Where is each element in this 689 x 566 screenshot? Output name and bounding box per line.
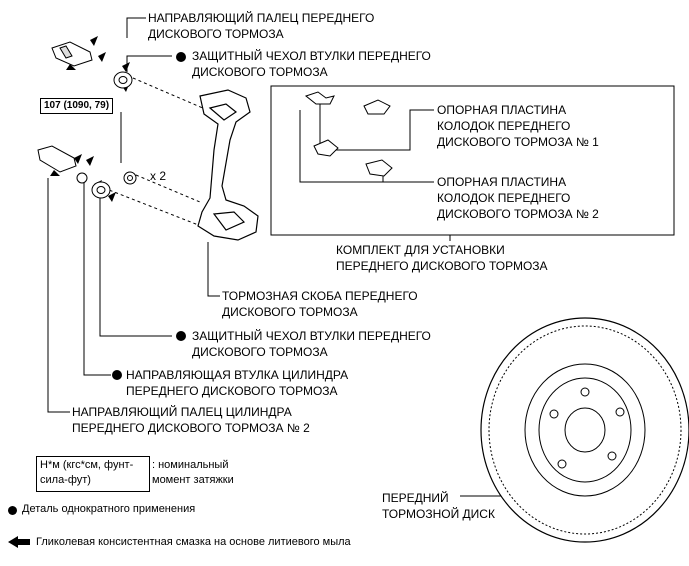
boot-lower-drawing bbox=[91, 181, 111, 199]
bolt-drawing bbox=[123, 171, 137, 185]
label-guide-pin-cyl: НАПРАВЛЯЮЩИЙ ПАЛЕЦ ЦИЛИНДРА ПЕРЕДНЕГО ДИ… bbox=[72, 405, 310, 435]
guide-pin-cyl-drawing bbox=[37, 145, 77, 173]
label-guide-pin-front: НАПРАВЛЯЮЩИЙ ПАЛЕЦ ПЕРЕДНЕГО ДИСКОВОГО Т… bbox=[148, 11, 375, 41]
label-pad-plate-2: ОПОРНАЯ ПЛАСТИНА КОЛОДОК ПЕРЕДНЕГО ДИСКО… bbox=[437, 175, 599, 221]
grease-legend-text: Гликолевая консистентная смазка на основ… bbox=[36, 536, 351, 548]
guide-pin-front-drawing bbox=[51, 41, 93, 67]
label-boot-lower: ЗАЩИТНЫЙ ЧЕХОЛ ВТУЛКИ ПЕРЕДНЕГО ДИСКОВОГ… bbox=[192, 329, 431, 359]
boot-upper-drawing bbox=[113, 71, 133, 89]
unit-legend-desc: : номинальный момент затяжки bbox=[152, 459, 234, 486]
leader-boot-upper bbox=[126, 55, 172, 72]
label-disc: ПЕРЕДНИЙ ТОРМОЗНОЙ ДИСК bbox=[382, 491, 495, 521]
brake-disc-drawing bbox=[480, 317, 689, 543]
non-reusable-dot bbox=[112, 370, 122, 380]
leader-guide-pin-front bbox=[126, 17, 146, 38]
torque-value-box: 107 (1090, 79) bbox=[40, 98, 114, 114]
non-reusable-dot bbox=[176, 52, 186, 62]
unit-legend-box: Н*м (кгс*см, фунт- сила-фут) bbox=[36, 456, 150, 492]
label-pad-plate-1: ОПОРНАЯ ПЛАСТИНА КОЛОДОК ПЕРЕДНЕГО ДИСКО… bbox=[437, 103, 599, 149]
leader-pad-plate-1 bbox=[319, 100, 434, 151]
label-caliper: ТОРМОЗНАЯ СКОБА ПЕРЕДНЕГО ДИСКОВОГО ТОРМ… bbox=[222, 289, 418, 319]
leader-bushing bbox=[83, 182, 111, 376]
label-bushing: НАПРАВЛЯЮЩАЯ ВТУЛКА ЦИЛИНДРА ПЕРЕДНЕГО Д… bbox=[126, 368, 349, 398]
caliper-drawing bbox=[197, 89, 259, 241]
grease-arrow bbox=[90, 36, 98, 46]
label-kit: КОМПЛЕКТ ДЛЯ УСТАНОВКИ ПЕРЕДНЕГО ДИСКОВО… bbox=[336, 243, 548, 273]
leader-boot-lower bbox=[99, 195, 172, 337]
pad-plate-drawing bbox=[304, 91, 393, 177]
kit-box bbox=[270, 85, 675, 236]
grease-legend-arrow bbox=[8, 536, 30, 548]
non-reusable-legend-dot bbox=[8, 506, 17, 515]
label-qty: x 2 bbox=[150, 169, 167, 183]
leader-caliper bbox=[207, 242, 220, 297]
bushing-drawing bbox=[76, 172, 88, 184]
leader-pad-plate-2 bbox=[299, 110, 434, 183]
label-boot-upper: ЗАЩИТНЫЙ ЧЕХОЛ ВТУЛКИ ПЕРЕДНЕГО ДИСКОВОГ… bbox=[192, 49, 431, 79]
non-reusable-dot bbox=[176, 331, 186, 341]
non-reusable-legend-text: Деталь однократного применения bbox=[22, 503, 196, 515]
leader-guide-pin-cyl bbox=[47, 178, 70, 413]
